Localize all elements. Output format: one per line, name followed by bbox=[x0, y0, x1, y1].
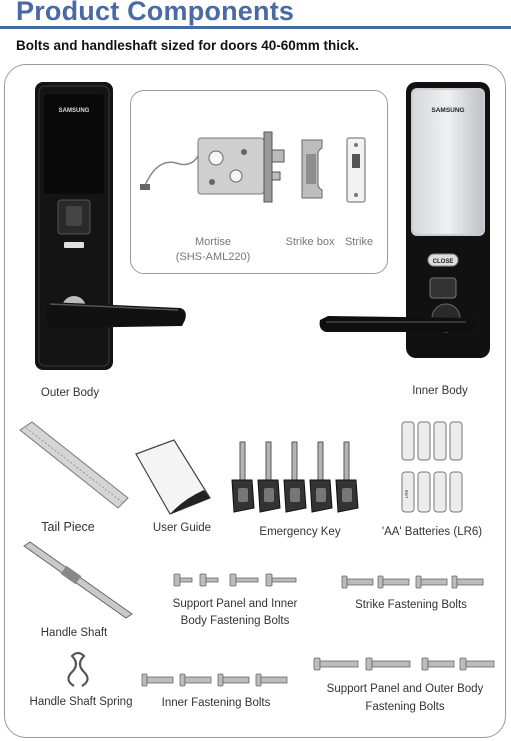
label-user-guide: User Guide bbox=[152, 522, 212, 534]
label-inner-body: Inner Body bbox=[412, 385, 468, 397]
strike-image bbox=[346, 137, 366, 203]
mortise-image bbox=[140, 131, 285, 203]
label-strike: Strike bbox=[344, 236, 374, 248]
label-handle-spring: Handle Shaft Spring bbox=[29, 696, 133, 708]
inner-bolts-image bbox=[141, 673, 288, 687]
page-title: Product Components bbox=[16, 0, 295, 26]
strike-bolts-image bbox=[341, 575, 484, 589]
label-emergency-key: Emergency Key bbox=[259, 526, 341, 538]
inner-brand-text: SAMSUNG bbox=[431, 107, 464, 114]
title-divider bbox=[0, 26, 511, 29]
support-inner-bolts-image bbox=[173, 573, 297, 587]
label-mortise-line2: (SHS-AML220) bbox=[175, 251, 251, 263]
label-inner-bolts: Inner Fastening Bolts bbox=[161, 697, 271, 709]
outer-brand-text: SAMSUNG bbox=[59, 108, 90, 114]
handle-spring-image bbox=[67, 651, 89, 687]
inner-body-image: SAMSUNG CLOSE bbox=[319, 82, 490, 358]
strike-box-image bbox=[301, 139, 323, 199]
label-outer-body: Outer Body bbox=[40, 387, 100, 399]
label-support-outer-line1: Support Panel and Outer Body bbox=[326, 683, 484, 695]
label-support-inner-line2: Body Fastening Bolts bbox=[180, 615, 290, 627]
support-outer-bolts-image bbox=[313, 657, 495, 671]
handle-shaft-image bbox=[23, 541, 133, 619]
outer-body-image: SAMSUNG bbox=[35, 82, 186, 370]
label-strike-box: Strike box bbox=[285, 236, 335, 248]
label-handle-shaft: Handle Shaft bbox=[40, 627, 108, 639]
tail-piece-image bbox=[19, 421, 129, 509]
label-support-inner-line1: Support Panel and Inner bbox=[172, 598, 298, 610]
label-strike-bolts: Strike Fastening Bolts bbox=[355, 599, 467, 611]
label-tail-piece: Tail Piece bbox=[41, 520, 95, 534]
emergency-key-image bbox=[231, 441, 359, 513]
mortise-group-box bbox=[130, 90, 388, 274]
batteries-image: LR6 bbox=[401, 421, 463, 513]
label-support-outer-line2: Fastening Bolts bbox=[365, 701, 445, 713]
label-batteries: 'AA' Batteries (LR6) bbox=[381, 526, 483, 538]
user-guide-image bbox=[135, 439, 211, 515]
battery-mark: LR6 bbox=[404, 489, 409, 498]
close-button-text: CLOSE bbox=[433, 259, 454, 265]
label-mortise-line1: Mortise bbox=[194, 236, 232, 248]
page-subtitle: Bolts and handleshaft sized for doors 40… bbox=[16, 38, 359, 53]
